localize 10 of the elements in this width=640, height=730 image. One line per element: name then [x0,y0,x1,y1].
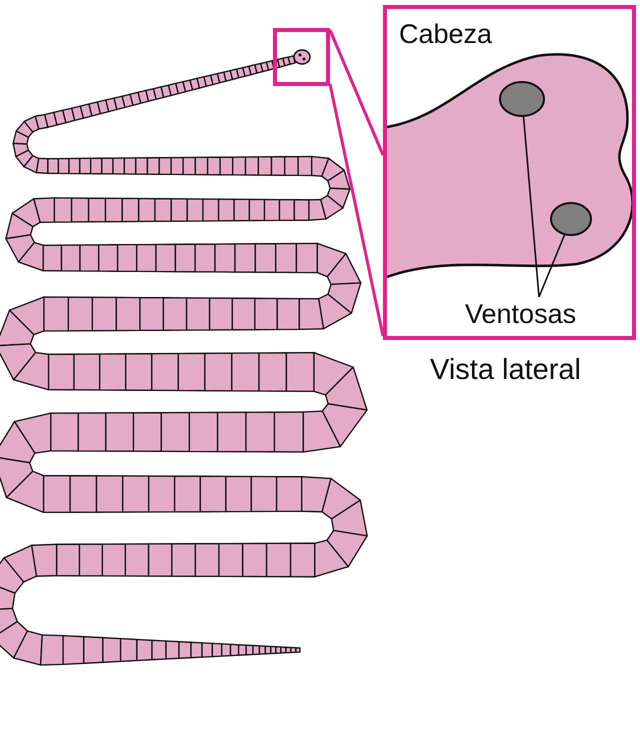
view-caption: Vista lateral [430,356,581,385]
sucker [499,81,545,117]
sucker [550,202,592,236]
leader-line [538,234,566,298]
zoom-connector [328,28,384,338]
part-label: Ventosas [465,301,576,328]
zoom-frame [273,28,330,86]
inset-panel [383,5,636,340]
leader-line [522,116,540,298]
inset-title: Cabeza [399,21,492,48]
